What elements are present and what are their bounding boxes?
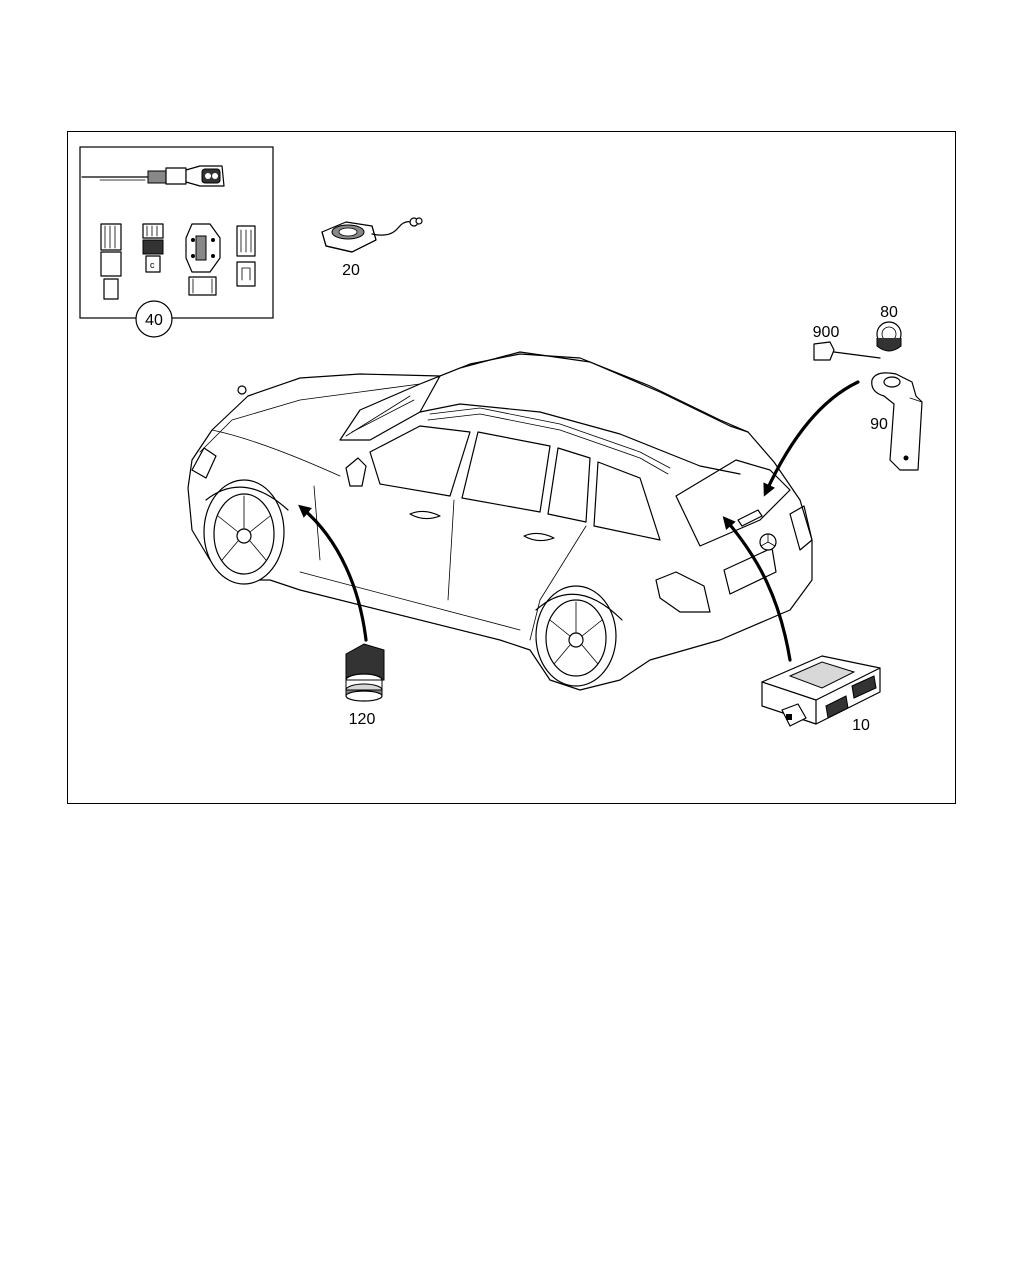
arrow-120-to-car bbox=[298, 504, 368, 642]
part-900-connector bbox=[813, 341, 881, 361]
svg-text:c: c bbox=[150, 260, 155, 270]
arrow-90-to-car bbox=[763, 380, 860, 497]
arrow-10-to-car bbox=[722, 516, 792, 662]
part-90-bracket bbox=[871, 372, 923, 471]
diagram-frame bbox=[67, 131, 956, 804]
callout-80: 80 bbox=[880, 304, 898, 321]
callout-900: 900 bbox=[813, 324, 840, 341]
callout-90: 90 bbox=[870, 416, 888, 433]
callout-120: 120 bbox=[349, 711, 376, 728]
part-120-module bbox=[345, 643, 385, 702]
callout-10: 10 bbox=[852, 717, 870, 734]
part-20-antenna bbox=[321, 217, 423, 253]
callout-40: 40 bbox=[145, 312, 163, 329]
callout-20: 20 bbox=[342, 262, 360, 279]
callout-40-circle bbox=[135, 300, 173, 338]
car-body-drawing bbox=[187, 351, 813, 691]
part-80-button bbox=[876, 321, 902, 352]
part-10-control-unit bbox=[761, 655, 881, 727]
connector-kit-inset: c bbox=[79, 146, 274, 338]
